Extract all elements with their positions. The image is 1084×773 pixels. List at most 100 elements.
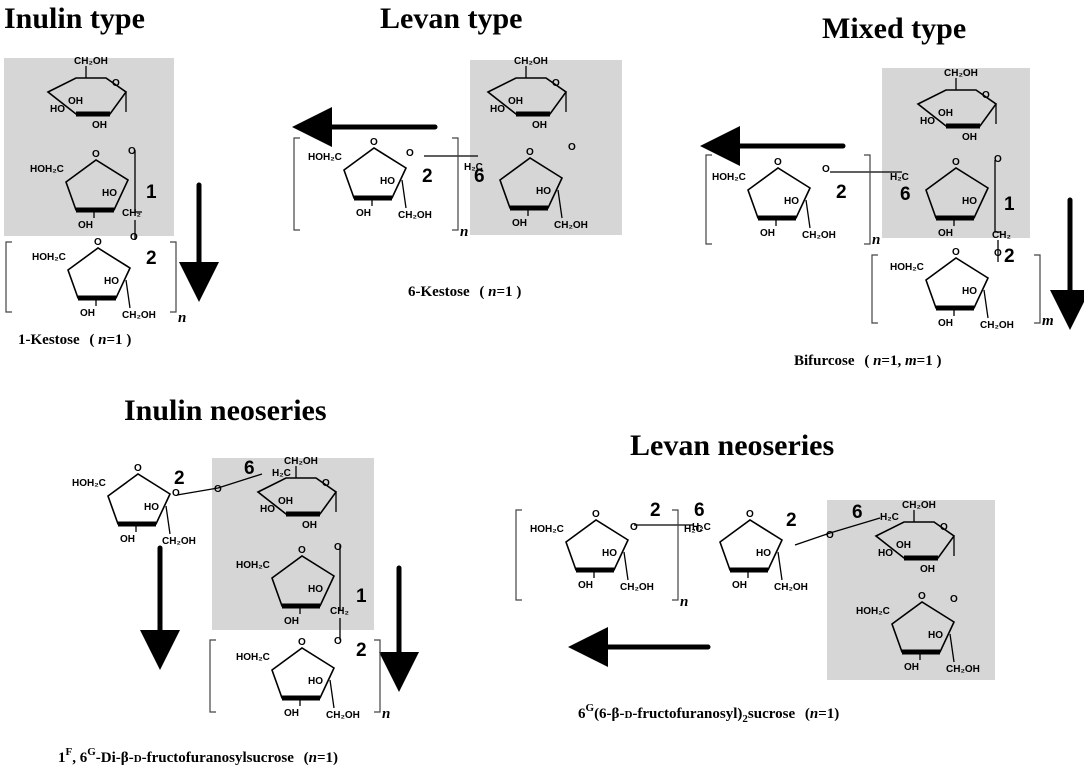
group-label: HO bbox=[490, 104, 505, 115]
group-label: HOH₂C bbox=[856, 606, 890, 617]
group-label: O bbox=[298, 637, 306, 648]
group-label: OH bbox=[120, 534, 135, 545]
group-label: O bbox=[950, 594, 958, 605]
group-label: CH₂OH bbox=[122, 310, 156, 321]
group-label: OH bbox=[512, 218, 527, 229]
group-label: HO bbox=[928, 630, 943, 641]
caption-inulin-neoseries: 1F, 6G-Di-β-D-fructofuranosylsucrose (n=… bbox=[58, 746, 338, 766]
fructofuranose-ring: O HOH₂C HO OH CH₂OH bbox=[236, 637, 360, 721]
group-label: O bbox=[826, 530, 834, 541]
group-label: CH₂OH bbox=[902, 500, 936, 511]
repeat-bracket-left bbox=[515, 509, 522, 601]
repeat-bracket-right bbox=[374, 639, 381, 713]
group-label: O bbox=[568, 142, 576, 153]
group-label: OH bbox=[284, 708, 299, 719]
group-label: O bbox=[630, 522, 638, 533]
group-label: OH bbox=[904, 662, 919, 673]
group-label: O bbox=[774, 157, 782, 168]
group-label: HO bbox=[756, 548, 771, 559]
group-label: CH₂OH bbox=[326, 710, 360, 721]
glycosidic-bond bbox=[994, 160, 1000, 233]
group-label: OH bbox=[532, 120, 547, 131]
group-label: CH₂ bbox=[122, 208, 141, 219]
group-label: HO bbox=[260, 504, 275, 515]
linkage-number: 1 bbox=[356, 586, 367, 607]
group-label: H₂C bbox=[880, 512, 899, 523]
linkage-number: 6 bbox=[852, 502, 863, 523]
group-label: O bbox=[214, 484, 222, 495]
linkage-number: 6 bbox=[900, 184, 911, 205]
linkage-number: 2 bbox=[650, 500, 661, 521]
group-label: CH₂OH bbox=[554, 220, 588, 231]
title-levan-type: Levan type bbox=[380, 2, 523, 35]
group-label: OH bbox=[302, 520, 317, 531]
group-label: CH₂ bbox=[330, 606, 349, 617]
linkage-number: 2 bbox=[146, 248, 157, 269]
group-label: O bbox=[298, 545, 306, 556]
group-label: OH bbox=[760, 228, 775, 239]
group-label: OH bbox=[508, 96, 523, 107]
group-label: OH bbox=[278, 496, 293, 507]
group-label: O bbox=[406, 148, 414, 159]
group-label: O bbox=[334, 636, 342, 647]
group-label: HO bbox=[784, 196, 799, 207]
caption-bifurcose: Bifurcose ( n=1, m=1 ) bbox=[794, 353, 941, 369]
group-label: HO bbox=[878, 548, 893, 559]
sucrose-box-inulin-neoseries bbox=[212, 458, 374, 630]
group-label: H₂C bbox=[692, 522, 711, 533]
group-label: H₂C bbox=[464, 162, 483, 173]
linkage-number: 2 bbox=[1004, 246, 1015, 267]
title-inulin-type: Inulin type bbox=[4, 2, 145, 35]
group-label: O bbox=[746, 509, 754, 520]
group-label: H₂C bbox=[890, 172, 909, 183]
linkage-number: 2 bbox=[836, 182, 847, 203]
group-label: HOH₂C bbox=[72, 478, 106, 489]
repeat-bracket-right bbox=[1034, 254, 1041, 324]
group-label: O bbox=[128, 146, 136, 157]
linkage-number: 1 bbox=[1004, 194, 1015, 215]
group-label: HO bbox=[308, 676, 323, 687]
sucrose-box-mixed-type bbox=[882, 68, 1030, 238]
title-inulin-neoseries: Inulin neoseries bbox=[124, 394, 327, 427]
sucrose-box-inulin-type bbox=[4, 58, 174, 236]
group-label: HOH₂C bbox=[30, 164, 64, 175]
group-label: O bbox=[592, 509, 600, 520]
repeat-bracket-left bbox=[871, 254, 878, 324]
group-label: O bbox=[130, 232, 138, 243]
group-label: OH bbox=[938, 318, 953, 329]
group-label: HO bbox=[308, 584, 323, 595]
repeat-bracket-right bbox=[452, 137, 459, 231]
group-label: O bbox=[552, 78, 560, 89]
group-label: HOH₂C bbox=[236, 560, 270, 571]
group-label: CH₂OH bbox=[74, 56, 108, 67]
group-label: O bbox=[822, 164, 830, 175]
group-label: O bbox=[334, 542, 342, 553]
group-label: HOH₂C bbox=[32, 252, 66, 263]
repeat-bracket-right bbox=[672, 509, 679, 601]
group-label: CH₂OH bbox=[620, 582, 654, 593]
linkage-number: 6 bbox=[694, 500, 705, 521]
group-label: OH bbox=[962, 132, 977, 143]
group-label: HO bbox=[962, 286, 977, 297]
group-label: HO bbox=[104, 276, 119, 287]
repeat-bracket-left bbox=[705, 154, 712, 245]
group-label: HO bbox=[102, 188, 117, 199]
repeat-label-n: n bbox=[178, 310, 186, 326]
glycosidic-bond bbox=[176, 473, 263, 496]
group-label: O bbox=[526, 147, 534, 158]
group-label: OH bbox=[732, 580, 747, 591]
group-label: O bbox=[92, 149, 100, 160]
group-label: HO bbox=[50, 104, 65, 115]
glycosidic-bond bbox=[338, 545, 341, 611]
group-label: HOH₂C bbox=[236, 652, 270, 663]
